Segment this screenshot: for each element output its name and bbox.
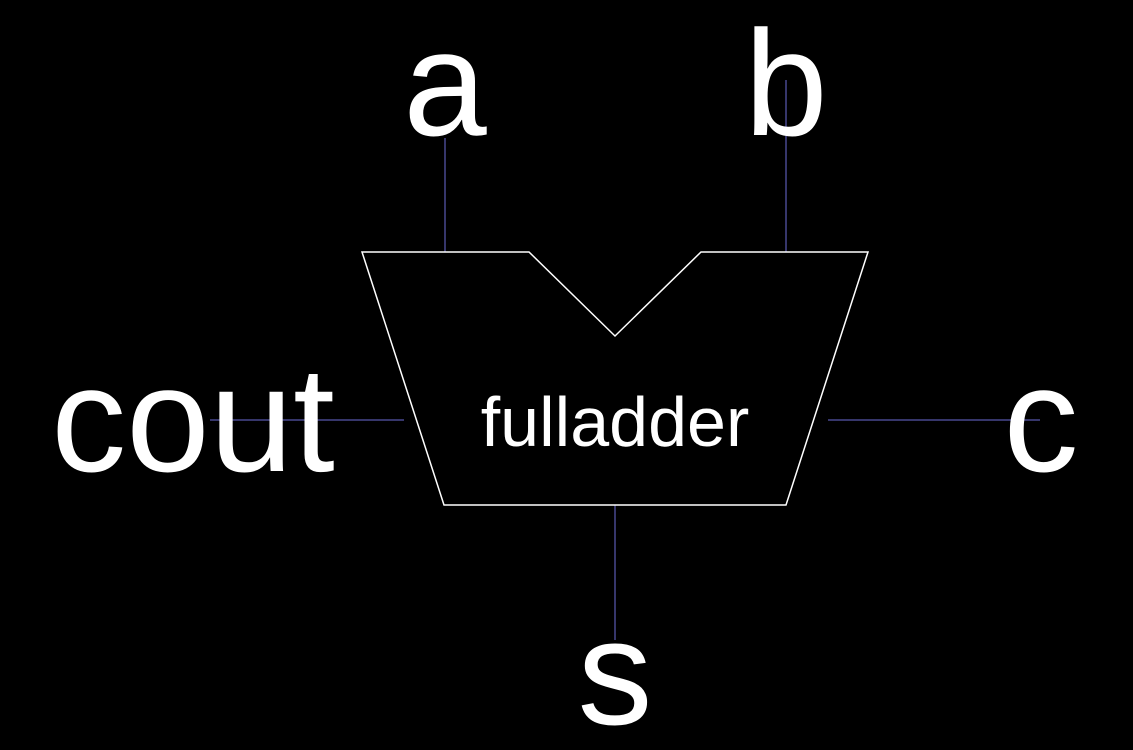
- port-label-c: c: [1004, 335, 1079, 503]
- block-label: fulladder: [481, 383, 750, 461]
- port-label-a: a: [403, 0, 487, 167]
- port-label-b: b: [744, 0, 827, 167]
- port-label-s: s: [578, 588, 653, 750]
- adder-block-shape: [360, 251, 870, 506]
- port-label-cout: cout: [51, 335, 335, 503]
